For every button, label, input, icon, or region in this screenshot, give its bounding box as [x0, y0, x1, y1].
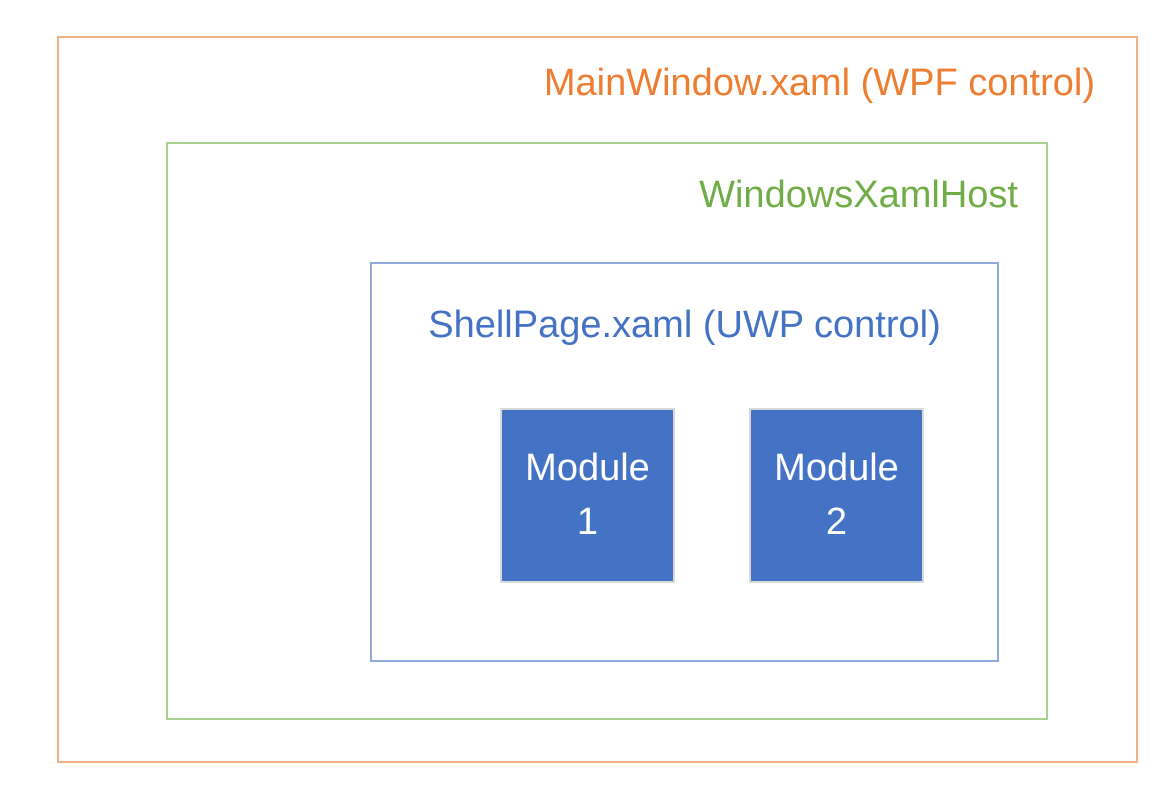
windowsxamlhost-label: WindowsXamlHost: [699, 174, 1018, 216]
module-1-label-line2: 1: [576, 500, 599, 543]
windowsxamlhost-box: WindowsXamlHost ShellPage.xaml (UWP cont…: [166, 142, 1048, 720]
module-1-label-line1: Module: [525, 446, 650, 489]
mainwindow-wpf-label: MainWindow.xaml (WPF control): [543, 62, 1095, 104]
module-2-box: Module 2: [749, 408, 924, 583]
module-2-label-line1: Module: [774, 446, 899, 489]
shellpage-uwp-label: ShellPage.xaml (UWP control): [428, 304, 941, 346]
module-2-label-line2: 2: [825, 500, 848, 543]
mainwindow-wpf-box: MainWindow.xaml (WPF control) WindowsXam…: [57, 36, 1138, 763]
shellpage-uwp-box: ShellPage.xaml (UWP control) Module 1 Mo…: [370, 262, 999, 662]
module-1-box: Module 1: [500, 408, 675, 583]
